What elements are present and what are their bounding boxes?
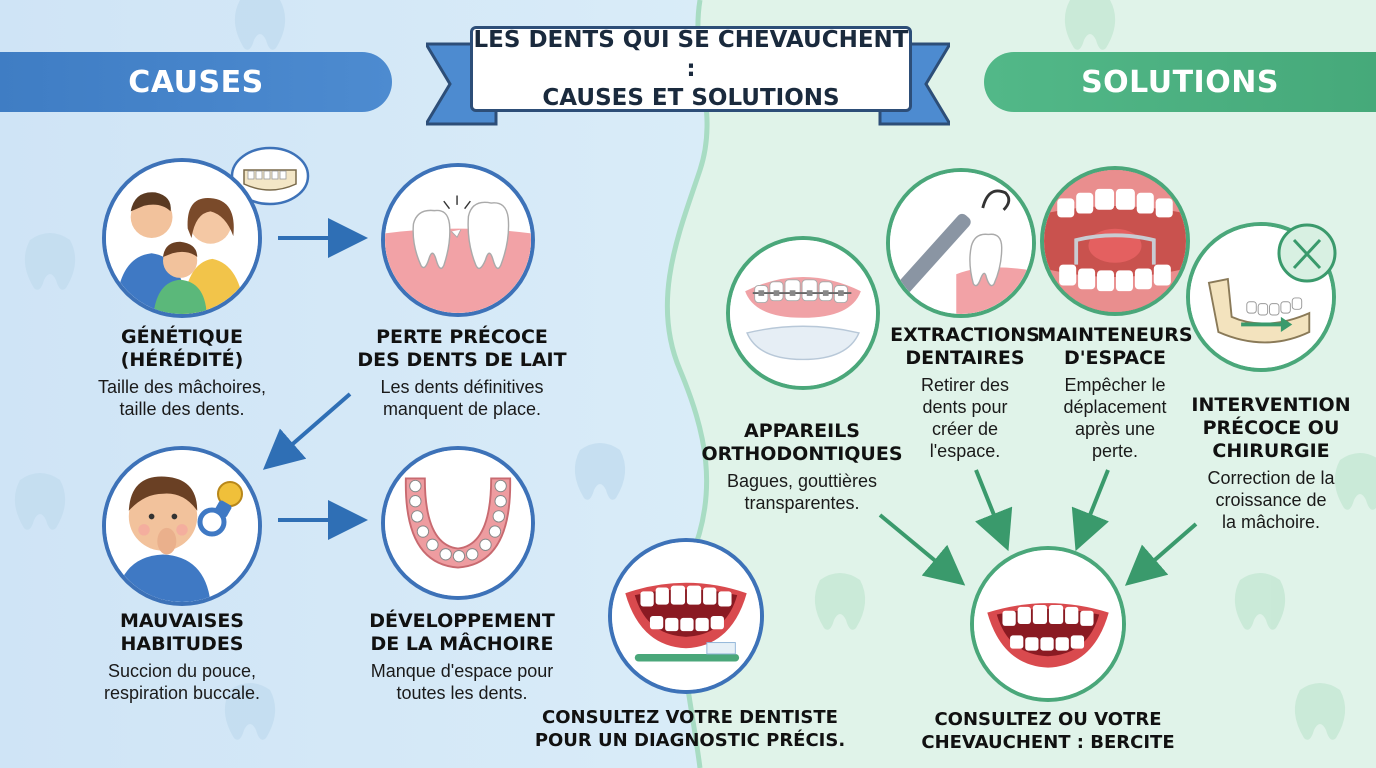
- solution-appliances-title-2: ORTHODONTIQUES: [701, 443, 903, 465]
- cause-jaw-title-2: DE LA MÂCHOIRE: [370, 633, 554, 655]
- solutions-header: SOLUTIONS: [1081, 64, 1279, 100]
- solution-maintainers-title-2: D'ESPACE: [1063, 347, 1167, 369]
- tooth-loss-illustration: [381, 163, 535, 317]
- cause-genetics-title-1: GÉNÉTIQUE: [120, 326, 244, 348]
- pacifier-icon: [197, 481, 243, 537]
- title-line-2: CAUSES ET SOLUTIONS: [542, 84, 840, 111]
- cause-genetics: GÉNÉTIQUE (HÉRÉDITÉ) Taille des mâchoire…: [62, 326, 302, 420]
- cause-habits-title-2: HABITUDES: [120, 633, 244, 655]
- cta-right-line-2: CHEVAUCHENT : BERCITE: [921, 732, 1175, 753]
- cta-consult-dentist: CONSULTEZ VOTRE DENTISTE POUR UN DIAGNOS…: [520, 706, 860, 752]
- cause-genetics-title-2: (HÉRÉDITÉ): [120, 349, 244, 371]
- solution-extractions-desc-4: l'espace.: [929, 441, 1001, 461]
- cta-left-line-2: POUR UN DIAGNOSTIC PRÉCIS.: [534, 730, 846, 751]
- cause-tooth-loss: PERTE PRÉCOCE DES DENTS DE LAIT Les dent…: [338, 326, 586, 420]
- cause-jaw-desc-1: Manque d'espace pour: [370, 661, 554, 681]
- solution-intervention: INTERVENTION PRÉCOCE OU CHIRURGIE Correc…: [1176, 394, 1366, 533]
- solution-extractions-title-2: DENTAIRES: [905, 347, 1025, 369]
- jaw-surgery-illustration: [1186, 222, 1336, 372]
- causes-banner: CAUSES: [0, 52, 392, 112]
- solution-intervention-title-3: CHIRURGIE: [1212, 440, 1330, 462]
- solution-appliances-title-1: APPAREILS: [744, 420, 860, 442]
- solution-maintainers-desc-1: Empêcher le: [1064, 375, 1166, 395]
- cause-habits-title-1: MAUVAISES: [120, 610, 244, 632]
- solution-maintainers-desc-2: déplacement: [1063, 397, 1167, 417]
- healthy-smile-illustration: [970, 546, 1126, 702]
- surgical-tools-icon: [1277, 223, 1337, 283]
- cause-tooth-loss-desc-2: manquent de place.: [382, 399, 542, 419]
- solution-maintainers-desc-4: perte.: [1091, 441, 1139, 461]
- solution-maintainers-title-1: MAINTENEURS: [1037, 324, 1193, 346]
- solution-appliances-desc-1: Bagues, gouttières: [726, 471, 878, 491]
- cause-habits: MAUVAISES HABITUDES Succion du pouce, re…: [62, 610, 302, 704]
- solution-appliances-desc-2: transparentes.: [744, 493, 860, 513]
- smile-toothbrush-illustration: [608, 538, 764, 694]
- solution-extractions-desc-2: dents pour: [922, 397, 1008, 417]
- title-line-1: LES DENTS QUI SE CHEVAUCHENT :: [473, 26, 909, 82]
- jaw-development-illustration: [381, 446, 535, 600]
- solution-intervention-desc-3: la mâchoire.: [1221, 512, 1321, 532]
- page-title: LES DENTS QUI SE CHEVAUCHENT : CAUSES ET…: [470, 26, 912, 112]
- causes-header: CAUSES: [128, 64, 264, 100]
- solution-extractions-title-1: EXTRACTIONS: [890, 324, 1040, 346]
- solution-intervention-desc-2: croissance de: [1215, 490, 1327, 510]
- habits-illustration: [102, 446, 262, 606]
- cause-habits-desc-1: Succion du pouce,: [107, 661, 257, 681]
- braces-illustration: [726, 236, 880, 390]
- solutions-banner: SOLUTIONS: [984, 52, 1376, 112]
- cause-habits-desc-2: respiration buccale.: [103, 683, 261, 703]
- cause-genetics-desc-2: taille des dents.: [119, 399, 245, 419]
- solution-appliances: APPAREILS ORTHODONTIQUES Bagues, gouttiè…: [690, 420, 914, 514]
- cause-tooth-loss-title-2: DES DENTS DE LAIT: [357, 349, 567, 371]
- solution-intervention-title-2: PRÉCOCE OU: [1202, 417, 1340, 439]
- solution-intervention-title-1: INTERVENTION: [1191, 394, 1351, 416]
- cause-tooth-loss-title-1: PERTE PRÉCOCE: [376, 326, 548, 348]
- cta-left-line-1: CONSULTEZ VOTRE DENTISTE: [542, 707, 838, 728]
- solution-extractions-desc-1: Retirer des: [920, 375, 1010, 395]
- cause-jaw-title-1: DÉVELOPPEMENT: [369, 610, 555, 632]
- cause-jaw-desc-2: toutes les dents.: [396, 683, 528, 703]
- extraction-illustration: [886, 168, 1036, 318]
- solution-maintainers-desc-3: après une: [1074, 419, 1156, 439]
- solution-extractions: EXTRACTIONS DENTAIRES Retirer des dents …: [880, 324, 1050, 462]
- solution-maintainers: MAINTENEURS D'ESPACE Empêcher le déplace…: [1030, 324, 1200, 462]
- cta-right-line-1: CONSULTEZ OU VOTRE: [934, 709, 1162, 730]
- cause-jaw-development: DÉVELOPPEMENT DE LA MÂCHOIRE Manque d'es…: [338, 610, 586, 704]
- space-maintainer-illustration: [1040, 166, 1190, 316]
- cause-genetics-desc-1: Taille des mâchoires,: [97, 377, 267, 397]
- genetics-illustration: [102, 158, 262, 318]
- cta-consult-right: CONSULTEZ OU VOTRE CHEVAUCHENT : BERCITE: [900, 708, 1196, 754]
- solution-intervention-desc-1: Correction de la: [1207, 468, 1335, 488]
- solution-extractions-desc-3: créer de: [931, 419, 999, 439]
- cause-tooth-loss-desc-1: Les dents définitives: [380, 377, 544, 397]
